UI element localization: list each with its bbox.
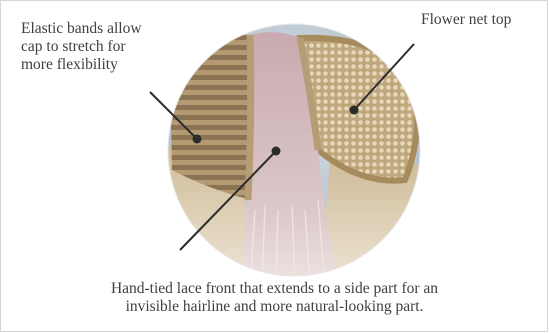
wig-photo bbox=[160, 20, 430, 290]
leader-dot-flower bbox=[350, 106, 359, 115]
callout-elastic-bands: Elastic bands allow cap to stretch for m… bbox=[21, 20, 142, 74]
callout-flower-net-top: Flower net top bbox=[421, 11, 511, 29]
callout-text-line: more flexibility bbox=[21, 56, 142, 74]
callout-text-line: Hand-tied lace front that extends to a s… bbox=[0, 280, 549, 298]
callout-text-line: cap to stretch for bbox=[21, 38, 142, 56]
callout-lace-front: Hand-tied lace front that extends to a s… bbox=[0, 280, 549, 316]
leader-dot-lace bbox=[272, 147, 281, 156]
callout-text-line: Elastic bands allow bbox=[21, 20, 142, 38]
leader-dot-elastic bbox=[193, 135, 202, 144]
callout-text-line: Flower net top bbox=[421, 11, 511, 29]
callout-text-line: invisible hairline and more natural-look… bbox=[0, 298, 549, 316]
